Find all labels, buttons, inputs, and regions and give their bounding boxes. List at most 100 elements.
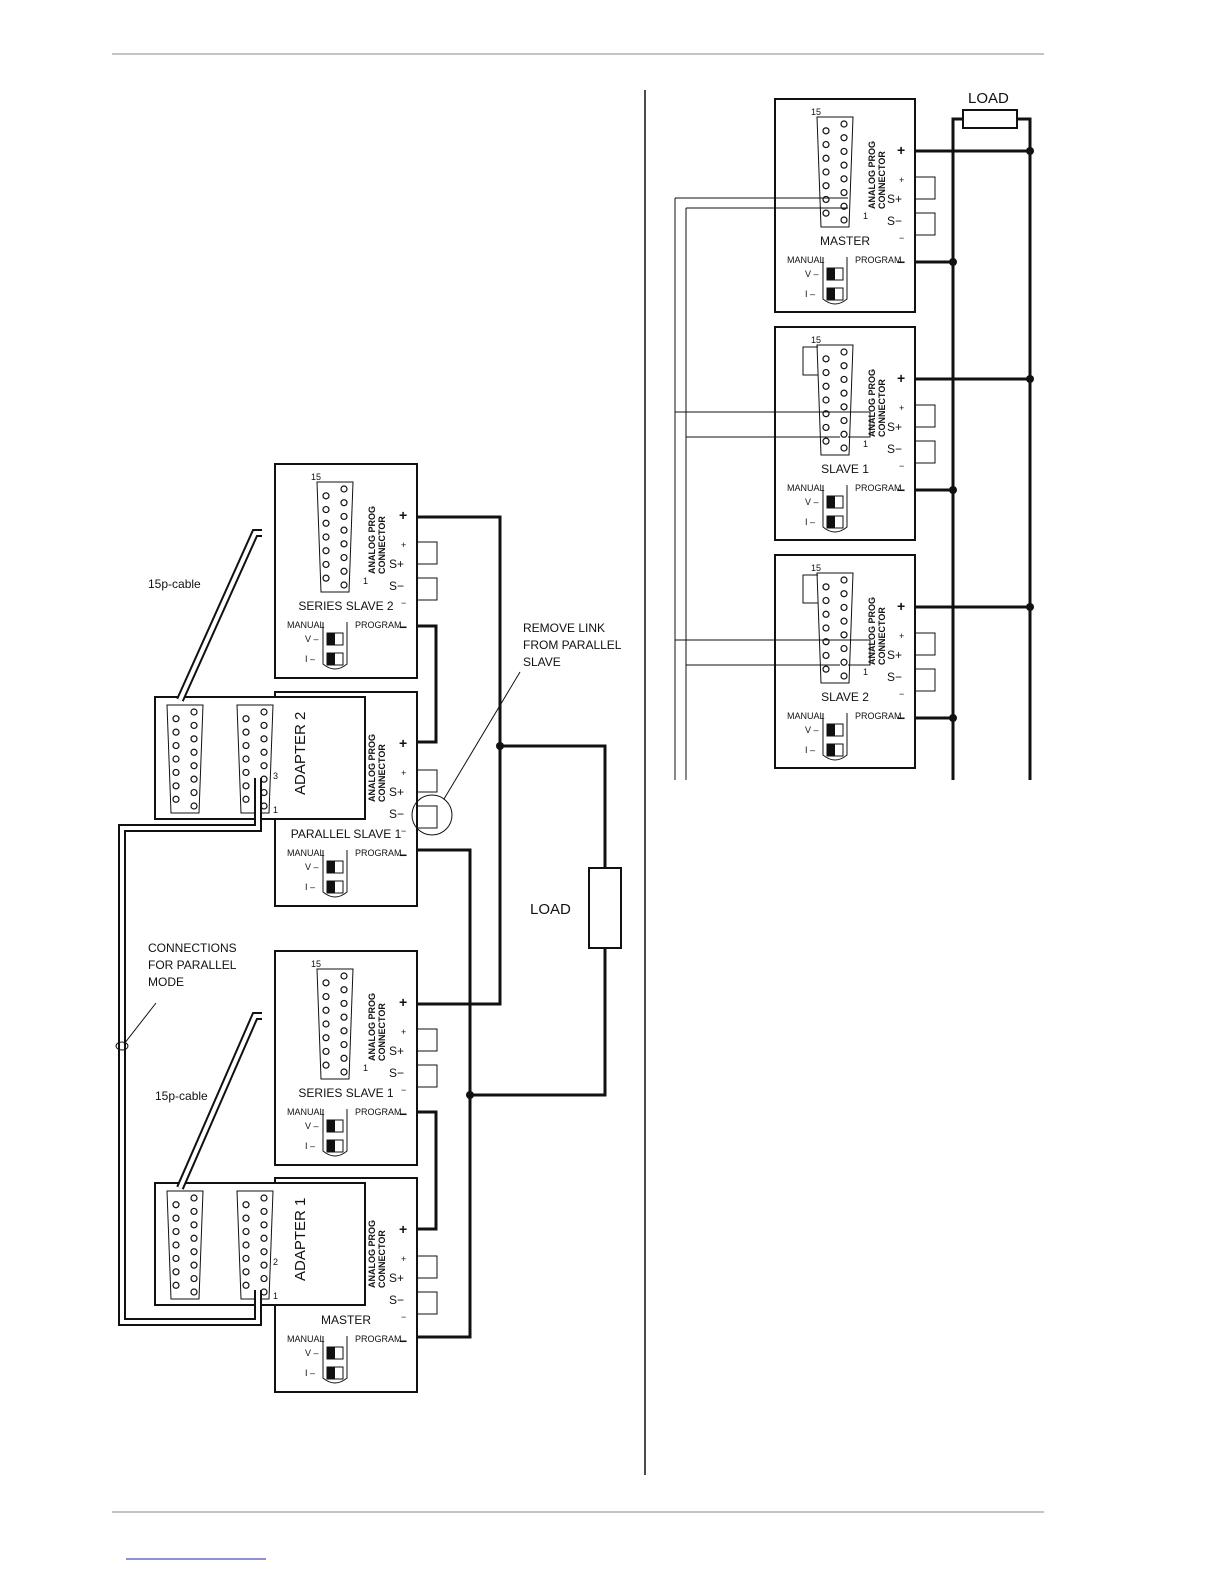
- dsub-pin: [822, 583, 830, 591]
- adapter-connector-out: [236, 1190, 274, 1300]
- switch-bracket: [322, 1109, 348, 1157]
- connector-label: ANALOG PROG: [367, 506, 377, 574]
- remove-link-leader: [443, 671, 521, 800]
- remove-link-note: FROM PARALLEL: [523, 638, 622, 652]
- dsub-pin: [340, 972, 348, 980]
- dsub-pin: [340, 1054, 348, 1062]
- unit-title: SLAVE 1: [821, 462, 869, 476]
- terminal-plus: +: [897, 370, 905, 386]
- slave-pin-link: [802, 574, 818, 604]
- pin-label-15: 15: [811, 335, 821, 345]
- dsub-pin: [260, 748, 268, 756]
- parallel-connection-cable: [120, 778, 260, 1324]
- switch-v-label: V –: [305, 1348, 319, 1358]
- dsub-pin: [242, 1254, 250, 1263]
- connections-note: MODE: [148, 975, 184, 989]
- dsub-pin: [190, 748, 198, 756]
- unit-title: MASTER: [321, 1313, 371, 1327]
- dsub-pin: [172, 1241, 180, 1249]
- junction-dot: [949, 714, 957, 722]
- dsub-pin: [242, 755, 250, 763]
- connector-label: ANALOG PROG: [367, 734, 377, 802]
- dsub-shell: [816, 344, 854, 456]
- connector-label: CONNECTOR: [377, 744, 387, 802]
- ribbon-cable-top: [178, 531, 262, 701]
- terminal-sense-minus: −: [401, 826, 406, 836]
- program-label: PROGRAM: [855, 255, 902, 265]
- ribbon-cable-bottom: [178, 1014, 262, 1189]
- program-label: PROGRAM: [855, 711, 902, 721]
- terminal-sense-plus: +: [899, 631, 904, 641]
- dsub-pin: [840, 430, 848, 438]
- analog-prog-connector: [816, 116, 854, 228]
- dsub-pin: [322, 1061, 330, 1069]
- dsub-pin: [322, 1034, 330, 1042]
- dsub-pin: [340, 567, 348, 575]
- connector-label: ANALOG PROG: [367, 993, 377, 1061]
- connector-label: ANALOG PROG: [867, 597, 877, 665]
- dsub-pin: [840, 147, 848, 156]
- dsub-pin: [340, 526, 348, 534]
- terminal-sense-minus: −: [899, 689, 904, 699]
- dsub-pin: [340, 512, 348, 521]
- dsub-pin: [840, 444, 848, 452]
- dsub-pin: [822, 610, 830, 618]
- output-plus-bus: [417, 515, 502, 1006]
- dsub-pin: [260, 762, 268, 770]
- dsub-pin: [840, 672, 848, 680]
- dsub-pin: [822, 396, 830, 404]
- connections-note: FOR PARALLEL: [148, 958, 237, 972]
- dsub-pin: [190, 1207, 198, 1216]
- right-minus-bus: [951, 117, 963, 780]
- dsub-pin: [172, 741, 180, 750]
- dsub-pin: [322, 1047, 330, 1056]
- dsub-pin: [172, 728, 180, 736]
- dsub-pin: [242, 1241, 250, 1249]
- right-load-resistor: [962, 109, 1018, 129]
- junction-dot: [466, 1091, 474, 1099]
- dsub-pin: [322, 1006, 330, 1014]
- sense-link: [915, 212, 936, 236]
- connector-label: ANALOG PROG: [867, 369, 877, 437]
- dsub-pin: [840, 603, 848, 612]
- remove-link-note: REMOVE LINK: [523, 621, 605, 635]
- control-line-slave-a: [675, 411, 871, 438]
- pin-label-15: 15: [811, 107, 821, 117]
- terminal-s-plus: S+: [887, 192, 902, 206]
- switch-i-label: I –: [305, 882, 315, 892]
- switch-bracket: [322, 622, 348, 670]
- pin-label-1: 1: [363, 576, 368, 586]
- dsub-pin: [172, 768, 180, 777]
- dsub-pin: [172, 1254, 180, 1263]
- analog-prog-connector: [316, 968, 354, 1080]
- terminal-s-plus: S+: [389, 557, 404, 571]
- dsub-pin: [322, 533, 330, 541]
- program-label: PROGRAM: [355, 1107, 402, 1117]
- adapter-title: ADAPTER 1: [292, 1198, 309, 1281]
- terminal-plus: +: [897, 598, 905, 614]
- connector-label: CONNECTOR: [877, 379, 887, 437]
- dsub-pin: [260, 1248, 268, 1256]
- switch-i-label: I –: [805, 745, 815, 755]
- terminal-sense-plus: +: [899, 175, 904, 185]
- switch-v-knob: [327, 1347, 335, 1359]
- dsub-pin: [840, 644, 848, 653]
- terminal-s-plus: S+: [389, 785, 404, 799]
- sense-link: [417, 1064, 438, 1088]
- adapter-pin-a: 3: [273, 771, 278, 781]
- terminal-sense-minus: −: [401, 1312, 406, 1322]
- manual-label: MANUAL: [287, 1107, 325, 1117]
- remove-link-note: SLAVE: [523, 655, 561, 669]
- dsub-pin: [822, 127, 830, 135]
- dsub-pin: [172, 755, 180, 763]
- dsub-pin: [840, 389, 848, 397]
- terminal-minus: −: [897, 254, 905, 270]
- dsub-pin: [340, 986, 348, 994]
- sense-link: [417, 541, 438, 565]
- adapter-1: ADAPTER 121: [154, 1182, 366, 1306]
- dsub-pin: [822, 209, 830, 217]
- terminal-s-plus: S+: [887, 420, 902, 434]
- sense-link: [417, 1291, 438, 1315]
